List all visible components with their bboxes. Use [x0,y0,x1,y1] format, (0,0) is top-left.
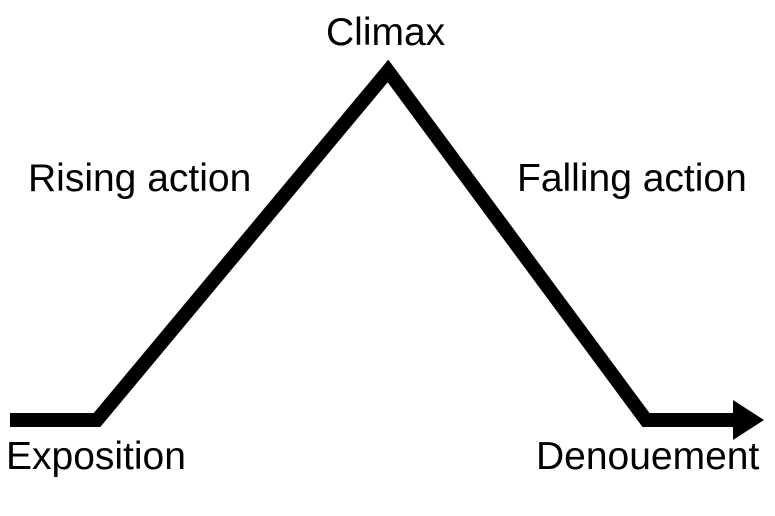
label-rising-action: Rising action [28,157,252,200]
label-exposition: Exposition [6,435,186,478]
arrowhead-icon [733,400,764,440]
plot-line [10,59,740,427]
label-falling-action: Falling action [517,157,747,200]
label-denouement: Denouement [536,435,760,478]
label-climax: Climax [326,11,446,54]
